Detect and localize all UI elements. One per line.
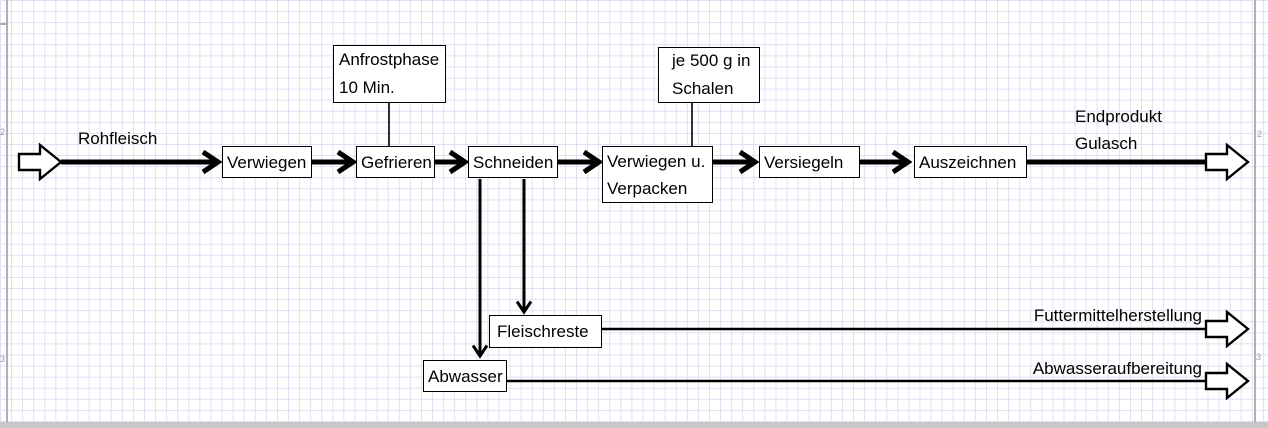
node-verwiegen-verpacken-label-line1: Verwiegen u. [607,151,706,171]
page-boundary-top-tick [0,23,7,25]
output-end-arrow-abwasser-shape[interactable] [1204,361,1250,401]
annotation-schalen-line1: je 500 g in [672,51,751,70]
annotation-anfrostphase-line2: 10 Min. [339,78,395,97]
label-endprodukt-gulasch[interactable]: Endprodukt Gulasch [1075,103,1162,157]
node-verwiegen-verpacken[interactable]: Verwiegen u. Verpacken [602,146,713,203]
page-number-bottom-left: 3 [0,354,6,364]
node-gefrieren-label: Gefrieren [361,152,432,172]
annotation-anfrostphase[interactable]: Anfrostphase 10 Min. [333,45,446,103]
page-number-top-right: 2 [1257,129,1263,139]
node-schneiden-label: Schneiden [473,152,554,172]
node-fleischreste-label: Fleischreste [497,322,589,341]
page-number-top-left: 2 [0,127,6,137]
annotation-schalen-line2: Schalen [672,79,734,98]
node-verwiegen[interactable]: Verwiegen [222,146,312,178]
node-abwasser[interactable]: Abwasser [423,360,507,392]
node-auszeichnen-label: Auszeichnen [919,152,1017,172]
node-abwasser-label: Abwasser [428,366,503,386]
label-gulasch: Gulasch [1075,134,1138,153]
input-start-arrow-shape[interactable] [17,142,63,182]
node-verwiegen-verpacken-label-line2: Verpacken [607,178,688,198]
label-endprodukt: Endprodukt [1075,107,1162,126]
annotation-anfrostphase-line1: Anfrostphase [339,50,440,69]
output-end-arrow-futtermittel-shape[interactable] [1204,309,1250,349]
node-versiegeln-label: Versiegeln [764,152,844,172]
node-gefrieren[interactable]: Gefrieren [356,146,435,178]
page-boundary-right [1254,0,1256,428]
node-versiegeln[interactable]: Versiegeln [759,146,860,178]
page-boundary-left [6,0,8,428]
node-verwiegen-label: Verwiegen [227,152,307,172]
label-abwasseraufbereitung[interactable]: Abwasseraufbereitung [1032,359,1202,378]
label-futtermittelherstellung[interactable]: Futtermittelherstellung [1033,306,1202,325]
annotation-schalen[interactable]: je 500 g in Schalen [658,47,760,103]
page-number-bottom-right: 3 [1256,352,1262,362]
node-fleischreste[interactable]: Fleischreste [489,315,602,348]
node-auszeichnen[interactable]: Auszeichnen [914,146,1027,178]
output-end-arrow-main-shape[interactable] [1204,142,1250,182]
node-schneiden[interactable]: Schneiden [468,146,558,178]
page-boundary-bottom [0,422,1268,428]
label-rohfleisch[interactable]: Rohfleisch [78,129,158,148]
